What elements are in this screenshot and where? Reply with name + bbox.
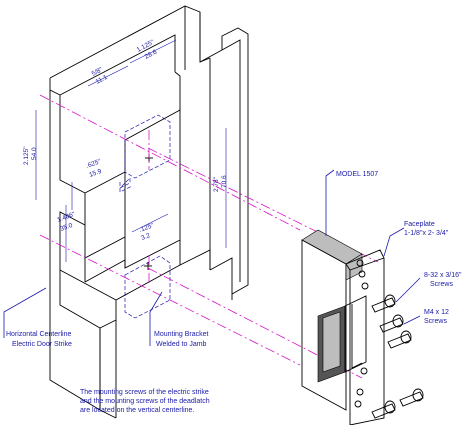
note-line-1: The mounting screws of the electric stri… (80, 389, 209, 396)
dim-2-78-mm: 70.6 (221, 175, 228, 188)
screw-8-32-label: 8-32 x 3/16" (424, 272, 462, 279)
dimension-text: 5/8" 11.1 1.125" 28.6 2.125" 54.0 .625" … (23, 39, 228, 242)
leaders (3, 169, 421, 346)
screw-m4-screws-label: Screws (424, 318, 447, 325)
labels: MODEL 1507 Faceplate 1-1/8"x 2- 3/4" 8-3… (6, 171, 462, 414)
mounting-bracket-label: Mounting Bracket (154, 331, 209, 338)
model-label: MODEL 1507 (336, 171, 378, 178)
screw-m4-label: M4 x 12 (424, 309, 449, 316)
screw-8-32-screws-label: Screws (430, 281, 453, 288)
dim-1-406-in: 1.406" (56, 211, 76, 224)
screw-icon (371, 400, 396, 419)
electric-strike (301, 229, 385, 425)
faceplate-size-label: 1-1/8"x 2- 3/4" (404, 230, 449, 237)
dim-125-in: .125" (138, 222, 155, 234)
dimension-lines (35, 39, 227, 262)
dim-5-8-in: 5/8" (91, 66, 105, 78)
screw-icon (387, 330, 412, 349)
dim-2-78-in: 2.78" (213, 176, 220, 192)
faceplate-label: Faceplate (404, 221, 435, 228)
dim-2-125-in: 2.125" (23, 146, 30, 165)
screw-icon (371, 294, 396, 313)
screw-icon (379, 314, 404, 333)
note-line-3: are located on the vertical centerline. (80, 407, 194, 414)
electric-door-strike-label: Electric Door Strike (12, 341, 72, 348)
door-jamb (49, 5, 249, 419)
welded-to-jamb-label: Welded to Jamb (156, 341, 207, 348)
screw-icon (399, 388, 424, 407)
dim-625-in: .625" (85, 158, 102, 170)
bracket-screw-bottom (144, 262, 152, 270)
dim-1-406-mm: 35.0 (59, 222, 74, 233)
horizontal-centerline-label: Horizontal Centerline (6, 331, 71, 338)
dim-2-125-mm: 54.0 (31, 147, 38, 160)
screws (371, 294, 424, 419)
dim-625-mm: 15.9 (88, 168, 103, 179)
note-line-2: and the mounting screws of the deadlatch (80, 398, 210, 405)
dim-125-mm: 3.2 (140, 232, 151, 242)
